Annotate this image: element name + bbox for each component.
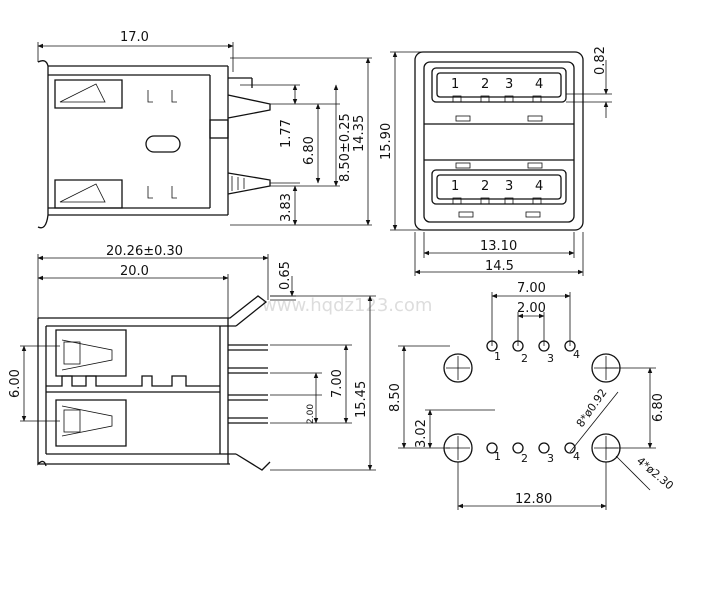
dim-fp-12-80: 12.80 [515, 492, 552, 507]
dim-14-5: 14.5 [485, 259, 514, 274]
fp-top-pin-4: 4 [573, 348, 580, 361]
top-port-pin-4: 4 [535, 77, 543, 92]
dim-3-83: 3.83 [279, 193, 294, 222]
dim-fp-hole-small: 8*ø0.92 [574, 386, 610, 429]
top-port-pin-3: 3 [505, 77, 513, 92]
dim-15-90: 15.90 [379, 123, 394, 160]
dim-fp-8-50: 8.50 [388, 383, 403, 412]
fp-bottom-pin-3: 3 [547, 452, 554, 465]
fp-top-pin-2: 2 [521, 352, 528, 365]
top-port-pin-2: 2 [481, 77, 489, 92]
dim-6-00: 6.00 [8, 369, 23, 398]
fp-bottom-pin-2: 2 [521, 452, 528, 465]
dim-fp-3-02: 3.02 [414, 419, 429, 448]
dim-20-0: 20.0 [120, 264, 149, 279]
dim-2-00: 2.00 [306, 404, 316, 424]
dim-6-80: 6.80 [302, 136, 317, 165]
watermark-text: www.hqdz123.com [262, 295, 432, 316]
bottom-port-pin-1: 1 [451, 179, 459, 194]
fp-bottom-pin-1: 1 [494, 450, 501, 463]
dim-fp-7-00: 7.00 [517, 281, 546, 296]
top-left-side-view: 17.0 [37, 30, 271, 229]
top-right-front-view: 15.90 1 2 3 4 1 2 3 4 0.82 [379, 46, 612, 276]
fp-bottom-pin-4: 4 [573, 450, 580, 463]
dim-13-10: 13.10 [480, 239, 517, 254]
fp-top-pin-1: 1 [494, 350, 501, 363]
dim-0-82: 0.82 [593, 46, 608, 75]
bottom-left-side-view: 20.26±0.30 20.0 6.00 [8, 244, 376, 471]
dim-0-65: 0.65 [278, 261, 293, 290]
bottom-port-pin-3: 3 [505, 179, 513, 194]
dim-7-00: 7.00 [330, 369, 345, 398]
bottom-port-pin-4: 4 [535, 179, 543, 194]
bottom-port-pin-2: 2 [481, 179, 489, 194]
dim-top-left-width: 17.0 [120, 30, 149, 45]
fp-top-pin-3: 3 [547, 352, 554, 365]
dim-fp-hole-large: 4*ø2.30 [634, 454, 676, 492]
dim-fp-6-80: 6.80 [651, 393, 666, 422]
dim-1-77: 1.77 [279, 119, 294, 148]
dim-8-50: 8.50±0.25 [338, 113, 353, 182]
dim-20-26: 20.26±0.30 [106, 244, 183, 259]
dim-fp-2-00: 2.00 [517, 301, 546, 316]
top-port-pin-1: 1 [451, 77, 459, 92]
top-middle-dimensions: 1.77 6.80 8.50±0.25 14.35 3.83 [230, 57, 372, 226]
dim-15-45: 15.45 [354, 381, 369, 418]
dim-14-35: 14.35 [352, 115, 367, 152]
